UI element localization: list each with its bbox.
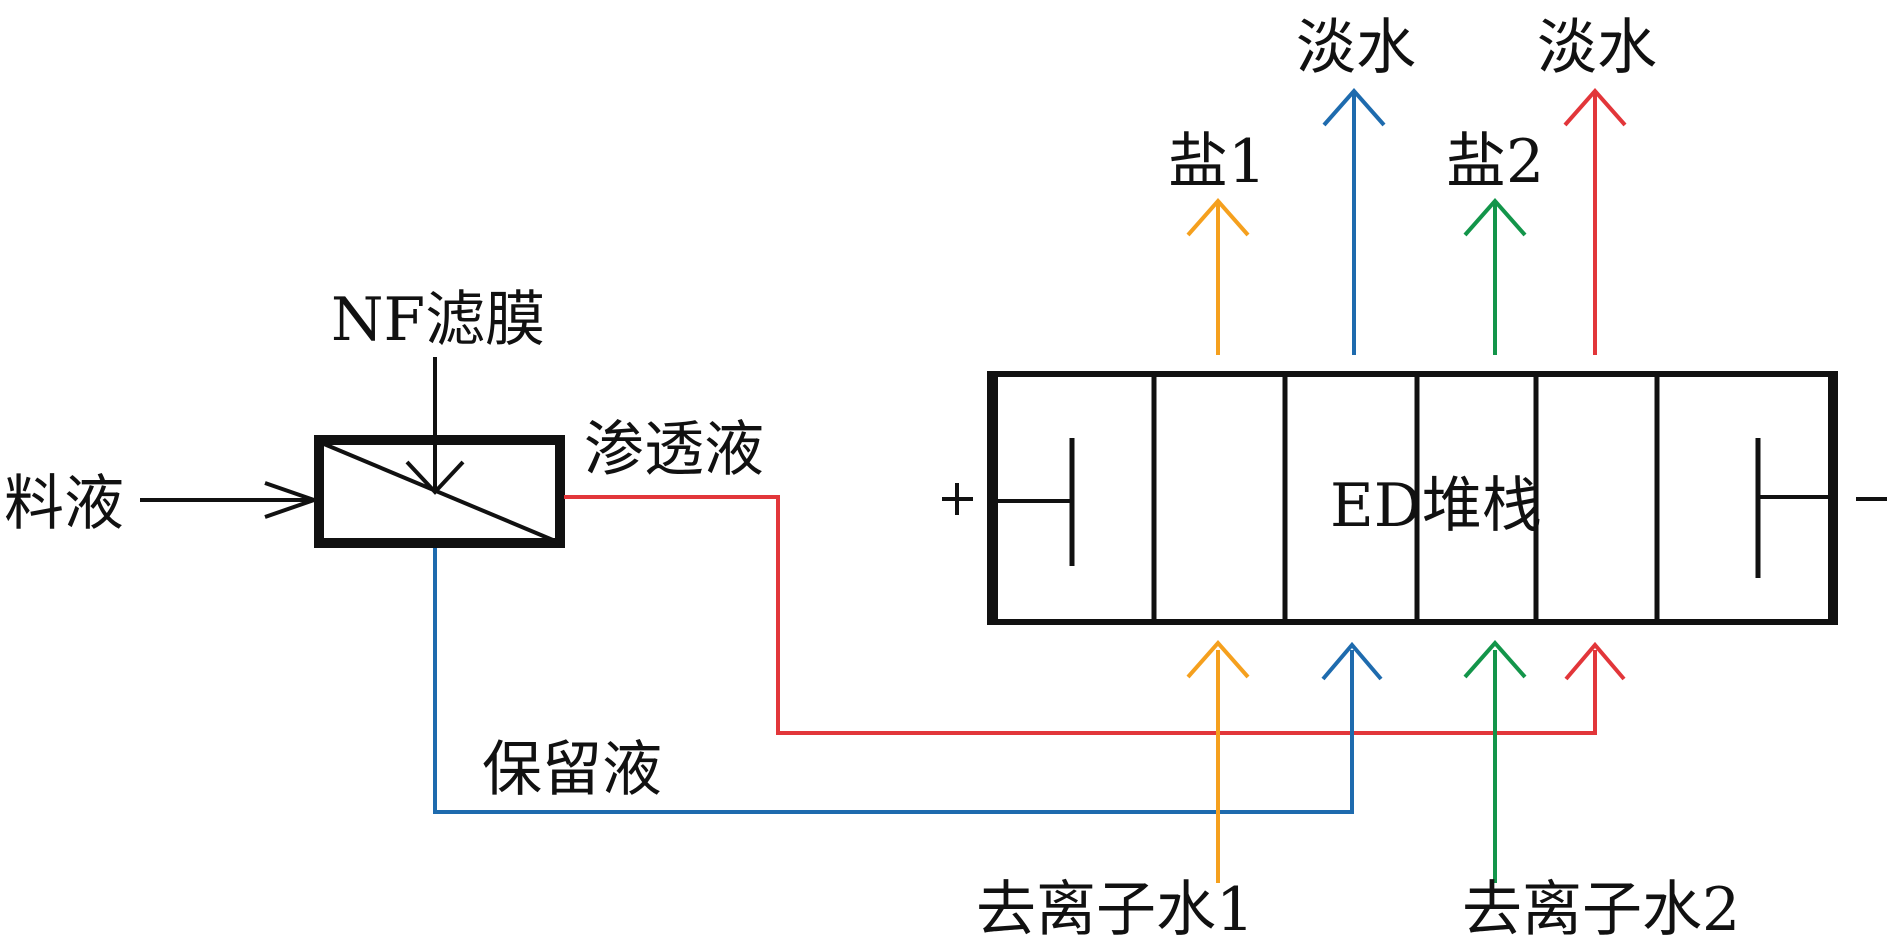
- outlet-arrowhead-orange: [1186, 197, 1250, 237]
- plus-sign-icon: [942, 483, 973, 515]
- retentate-line: [433, 548, 1354, 814]
- permeate-label: 渗透液: [584, 415, 764, 485]
- nf-membrane-unit: [314, 357, 565, 548]
- salt2-label: 盐2: [1446, 127, 1544, 197]
- fresh-water-1-label: 淡水: [1296, 13, 1416, 83]
- outlet-arrowhead-red: [1563, 87, 1627, 127]
- outlet-arrowhead-blue: [1322, 87, 1386, 127]
- retentate-label: 保留液: [482, 735, 662, 805]
- ed-stack: ED堆栈: [987, 371, 1838, 625]
- outlet-fresh2: [1563, 87, 1627, 355]
- ed-stack-box: [992, 371, 1836, 625]
- feed-arrow-head: [264, 481, 321, 519]
- inlet-arrowhead-blue: [1321, 641, 1383, 681]
- inlet-arrowhead-orange: [1186, 639, 1250, 679]
- outlet-arrowhead-green: [1463, 197, 1527, 237]
- deionized-water-2-label: 去离子水2: [1462, 875, 1740, 945]
- feed-arrow: [140, 481, 321, 519]
- anode-electrode-icon: [997, 438, 1075, 566]
- outlet-fresh1: [1322, 87, 1386, 355]
- feed-label: 料液: [4, 469, 124, 539]
- inlet-arrowhead-green: [1463, 639, 1527, 679]
- cathode-electrode-icon: [1755, 438, 1830, 578]
- outlet-salt1: [1186, 197, 1250, 355]
- permeate-line: [564, 495, 1597, 735]
- nf-membrane-label: NF滤膜: [331, 285, 545, 355]
- salt1-label: 盐1: [1168, 127, 1266, 197]
- nf-membrane-pointer-arrowhead: [405, 460, 465, 495]
- fresh-water-2-label: 淡水: [1537, 13, 1657, 83]
- outlet-salt2: [1463, 197, 1527, 355]
- inlet-arrowhead-red: [1564, 641, 1626, 681]
- membrane-diagonal: [323, 442, 561, 545]
- deionized-water-1-label: 去离子水1: [976, 875, 1254, 945]
- ed-stack-label: ED堆栈: [1330, 471, 1542, 541]
